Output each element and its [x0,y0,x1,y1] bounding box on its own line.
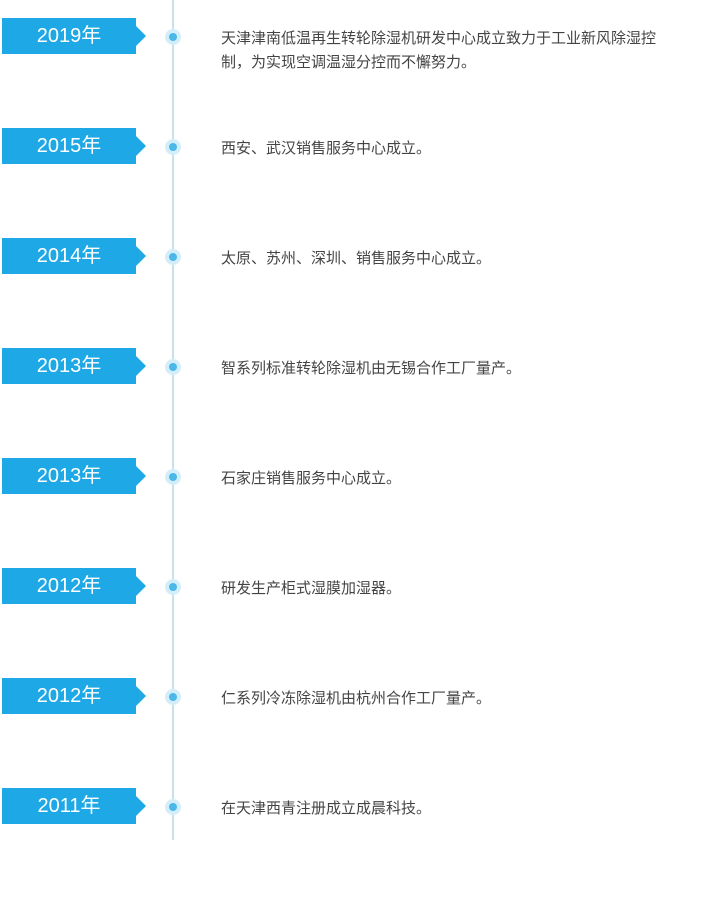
event-description: 在天津西青注册成立成晨科技。 [221,799,432,817]
timeline-entry: 2015年 西安、武汉销售服务中心成立。 [0,128,726,238]
year-tag: 2011年 [2,788,146,824]
timeline-dot-icon [165,579,181,595]
year-tag: 2014年 [2,238,146,274]
year-tag: 2013年 [2,348,146,384]
event-description: 太原、苏州、深圳、销售服务中心成立。 [221,249,492,267]
timeline-dot-icon [165,799,181,815]
timeline-entry: 2013年 智系列标准转轮除湿机由无锡合作工厂量产。 [0,348,726,458]
year-tag: 2012年 [2,568,146,604]
event-description: 研发生产柜式湿膜加湿器。 [221,579,402,597]
timeline-dot-icon [165,29,181,45]
event-description: 仁系列冷冻除湿机由杭州合作工厂量产。 [221,689,492,707]
year-tag: 2015年 [2,128,146,164]
company-history-timeline: 2019年 天津津南低温再生转轮除湿机研发中心成立致力于工业新风除湿控制，为实现… [0,0,726,840]
timeline-entry: 2013年 石家庄销售服务中心成立。 [0,458,726,568]
event-description: 智系列标准转轮除湿机由无锡合作工厂量产。 [221,359,522,377]
timeline-entry: 2012年 研发生产柜式湿膜加湿器。 [0,568,726,678]
timeline-vertical-line [172,0,174,840]
timeline-dot-icon [165,469,181,485]
event-description: 西安、武汉销售服务中心成立。 [221,139,432,157]
event-description: 石家庄销售服务中心成立。 [221,469,402,487]
timeline-entry: 2011年 在天津西青注册成立成晨科技。 [0,788,726,898]
event-description: 天津津南低温再生转轮除湿机研发中心成立致力于工业新风除湿控制，为实现空调温湿分控… [221,29,657,71]
year-tag: 2019年 [2,18,146,54]
timeline-dot-icon [165,139,181,155]
timeline-entry: 2012年 仁系列冷冻除湿机由杭州合作工厂量产。 [0,678,726,788]
timeline-dot-icon [165,359,181,375]
year-tag: 2013年 [2,458,146,494]
timeline-dot-icon [165,249,181,265]
timeline-dot-icon [165,689,181,705]
timeline-entry: 2014年 太原、苏州、深圳、销售服务中心成立。 [0,238,726,348]
timeline-entry: 2019年 天津津南低温再生转轮除湿机研发中心成立致力于工业新风除湿控制，为实现… [0,18,726,128]
year-tag: 2012年 [2,678,146,714]
